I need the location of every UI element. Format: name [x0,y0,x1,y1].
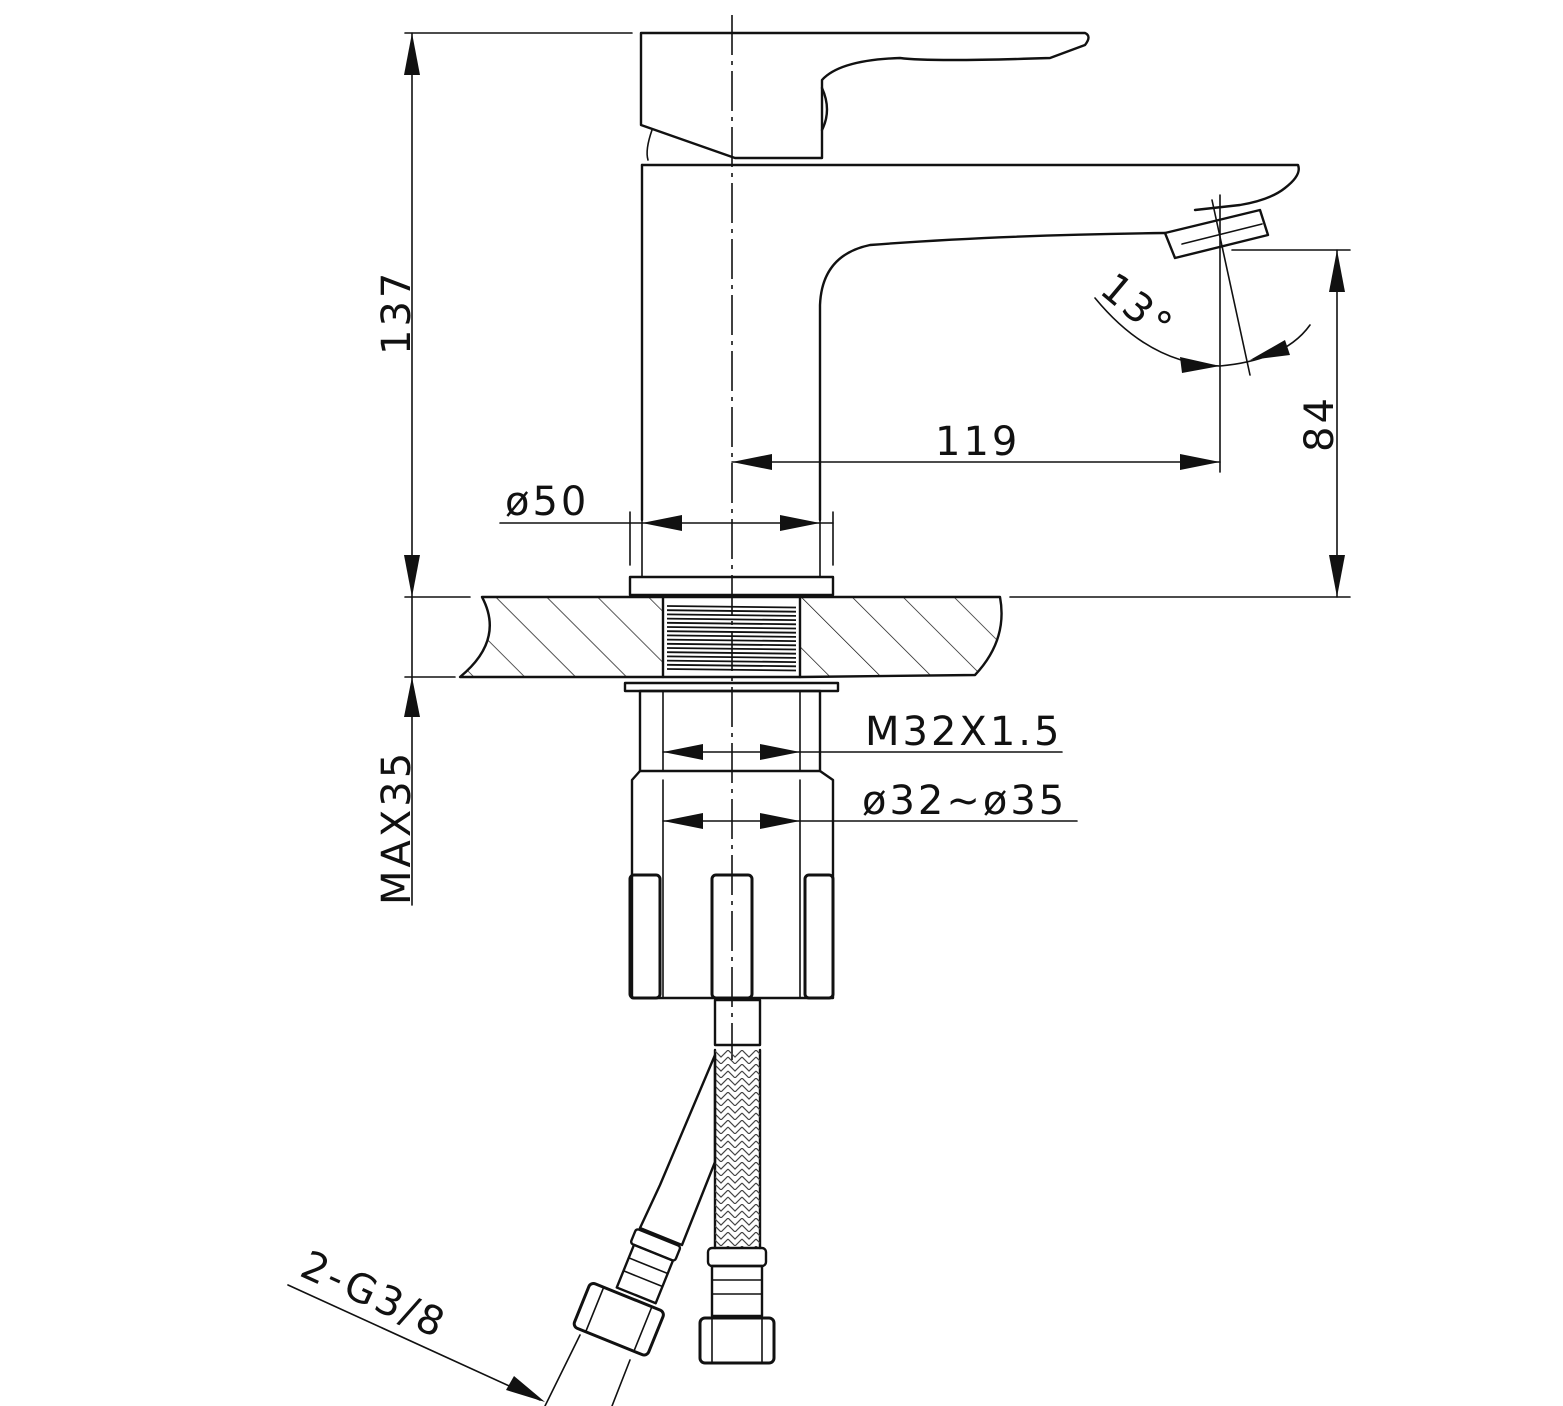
dimension-spout-height: 84 [1231,249,1351,598]
thread-line [666,630,797,634]
thread-line [666,634,797,638]
mounting-nut [623,681,840,1000]
thread-line [666,621,797,626]
thread-line [666,668,797,672]
base-ring [628,575,835,597]
dimension-base-diameter: ø50 [499,479,834,566]
dimension-hose-connection: 2-G3/8 [287,1242,545,1402]
supply-hoses [544,998,776,1406]
thread-line [666,659,797,663]
label-max-deck: MAX35 [374,750,420,905]
thread-line [666,605,797,609]
threaded-shank [661,595,802,679]
aerator [1163,208,1270,260]
thread-line [666,663,797,668]
thread-line [666,642,797,647]
label-hole-diameter: ø32~ø35 [862,778,1067,824]
dimension-max-deck: MAX35 [374,596,420,906]
dimension-spout-reach: 119 [731,194,1221,473]
deck-section [458,595,1003,679]
dimension-spout-angle: 13° [1092,199,1311,376]
dimension-thread: M32X1.5 [662,709,1063,760]
thread-line [666,613,797,617]
thread-line [666,651,797,655]
thread-line [666,617,797,621]
thread-line [666,626,797,630]
faucet-column [640,163,1167,522]
thread-line [666,647,797,651]
label-base-diameter: ø50 [505,479,589,525]
thread-line [666,655,797,659]
thread-line [666,609,797,613]
lever-handle [639,31,1090,160]
spout [640,163,1300,212]
thread-line [666,638,797,642]
label-spout-height: 84 [1297,395,1343,452]
label-height-total: 137 [374,270,420,355]
label-hose-connection: 2-G3/8 [294,1242,454,1348]
label-spout-reach: 119 [935,419,1020,465]
dimension-height-total: 137 [374,32,633,598]
faucet-body [628,31,1300,597]
dimension-hole-diameter: ø32~ø35 [662,778,1078,829]
label-thread: M32X1.5 [865,709,1062,755]
